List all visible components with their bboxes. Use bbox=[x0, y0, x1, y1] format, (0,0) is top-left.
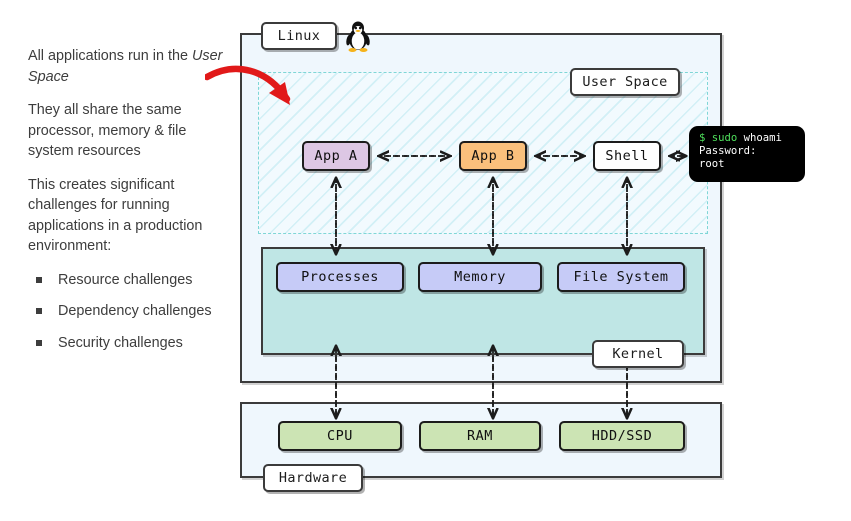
node-hdd-ssd[interactable]: HDD/SSD bbox=[559, 421, 685, 451]
terminal-line-command: $ sudo whoami bbox=[699, 132, 797, 145]
node-cpu[interactable]: CPU bbox=[278, 421, 402, 451]
paragraph-1: All applications run in the User Space bbox=[28, 46, 228, 87]
list-item-label: Resource challenges bbox=[58, 271, 193, 288]
list-item: Resource challenges bbox=[28, 270, 228, 291]
node-shell[interactable]: Shell bbox=[593, 141, 661, 171]
terminal-line-password: Password: bbox=[699, 145, 757, 158]
bullet-square-icon bbox=[36, 339, 42, 346]
label-hardware: Hardware bbox=[263, 464, 363, 492]
paragraph-1-prefix: All applications run in the bbox=[28, 48, 192, 64]
label-linux: Linux bbox=[261, 22, 337, 50]
node-app-b[interactable]: App B bbox=[459, 141, 527, 171]
list-item: Dependency challenges bbox=[28, 301, 228, 322]
tux-penguin-icon bbox=[346, 21, 370, 52]
list-item: Security challenges bbox=[28, 333, 228, 354]
node-app-a[interactable]: App A bbox=[302, 141, 370, 171]
list-item-label: Dependency challenges bbox=[58, 303, 212, 319]
node-memory[interactable]: Memory bbox=[418, 262, 542, 292]
paragraph-1-emphasis: User Space bbox=[28, 48, 223, 85]
paragraph-2: They all share the same processor, memor… bbox=[28, 102, 187, 159]
terminal-window[interactable]: $ sudo whoami Password: root bbox=[689, 126, 805, 182]
terminal-line-output: root bbox=[699, 158, 725, 171]
node-file-system[interactable]: File System bbox=[557, 262, 685, 292]
bullet-square-icon bbox=[36, 308, 42, 314]
explanation-panel: All applications run in the User Space T… bbox=[28, 46, 228, 364]
node-processes[interactable]: Processes bbox=[276, 262, 404, 292]
red-curved-arrow-icon bbox=[205, 65, 291, 105]
list-item-label: Security challenges bbox=[58, 334, 183, 351]
challenges-list: Resource challenges Dependency challenge… bbox=[28, 270, 228, 354]
bullet-square-icon bbox=[36, 276, 42, 283]
terminal-command: whoami bbox=[737, 132, 782, 144]
terminal-prompt: $ sudo bbox=[699, 132, 738, 144]
label-kernel: Kernel bbox=[592, 340, 684, 368]
label-user-space: User Space bbox=[570, 68, 680, 96]
paragraph-3: This creates significant challenges for … bbox=[28, 176, 203, 255]
node-ram[interactable]: RAM bbox=[419, 421, 541, 451]
